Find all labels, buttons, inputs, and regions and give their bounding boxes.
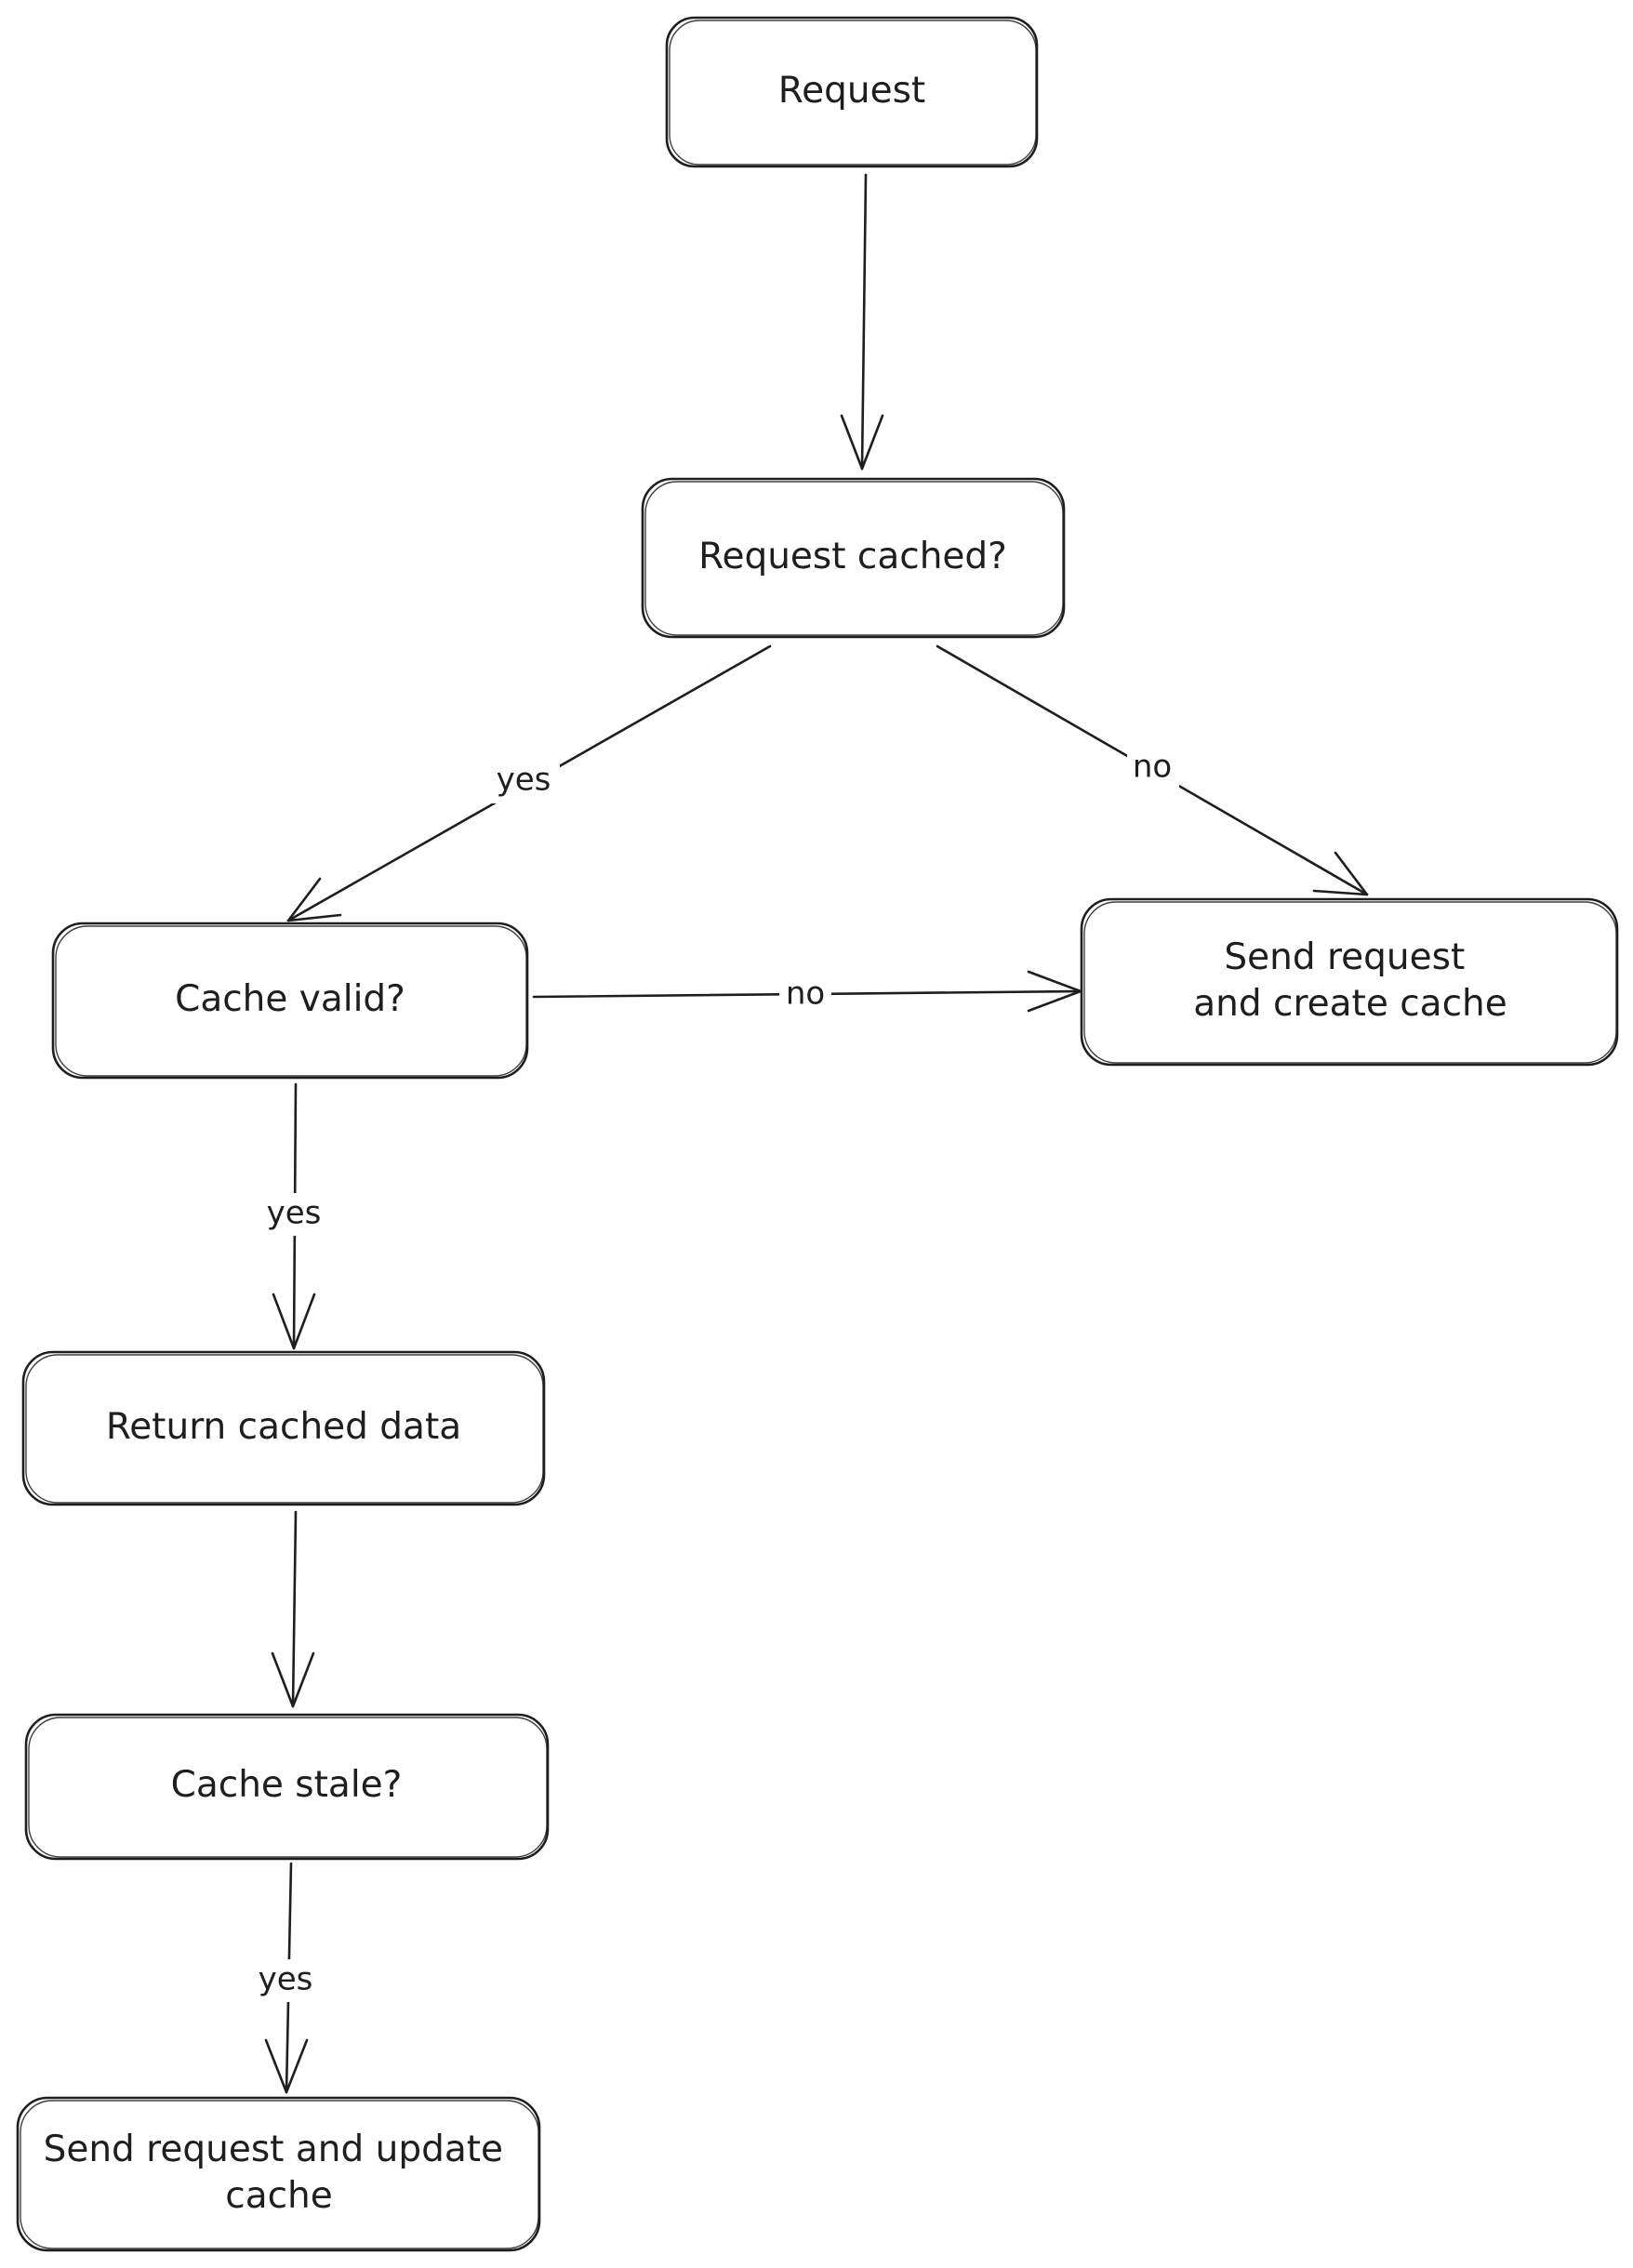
edge-return-to-stale [271,1510,315,1708]
node-label-request-cached: Request cached? [698,536,1007,577]
edge-cache-stale-yes: yes [248,1862,323,2094]
node-cache-stale: Cache stale? [24,1713,550,1861]
node-label-cache-stale: Cache stale? [171,1764,403,1806]
node-label-send-update: Send request and update cache [44,2129,515,2217]
node-label-request: Request [778,70,925,112]
edge-label-yes-stale: yes [259,1961,313,1998]
edge-request-to-request-cached [840,173,884,471]
node-send-request-create-cache: Send request and create cache [1080,897,1619,1067]
node-cache-valid: Cache valid? [51,922,529,1080]
edge-request-cached-no: no [936,644,1369,896]
edge-cache-valid-yes: yes [257,1082,331,1350]
node-label-cache-valid: Cache valid? [175,978,405,1020]
edge-label-no-valid: no [786,975,825,1013]
node-send-request-update-cache: Send request and update cache [16,2096,541,2252]
node-return-cached-data: Return cached data [21,1350,546,1506]
node-request: Request [665,16,1039,168]
node-request-cached: Request cached? [641,477,1066,639]
edge-label-yes-valid: yes [267,1195,322,1232]
node-label-return-cached: Return cached data [106,1406,461,1448]
edge-request-cached-yes: yes [286,644,772,922]
edge-cache-valid-no: no [532,970,1082,1015]
edge-label-no-cached: no [1133,749,1172,786]
edge-label-yes-cached: yes [497,762,551,799]
node-label-send-create: Send request and create cache [1193,936,1507,1025]
